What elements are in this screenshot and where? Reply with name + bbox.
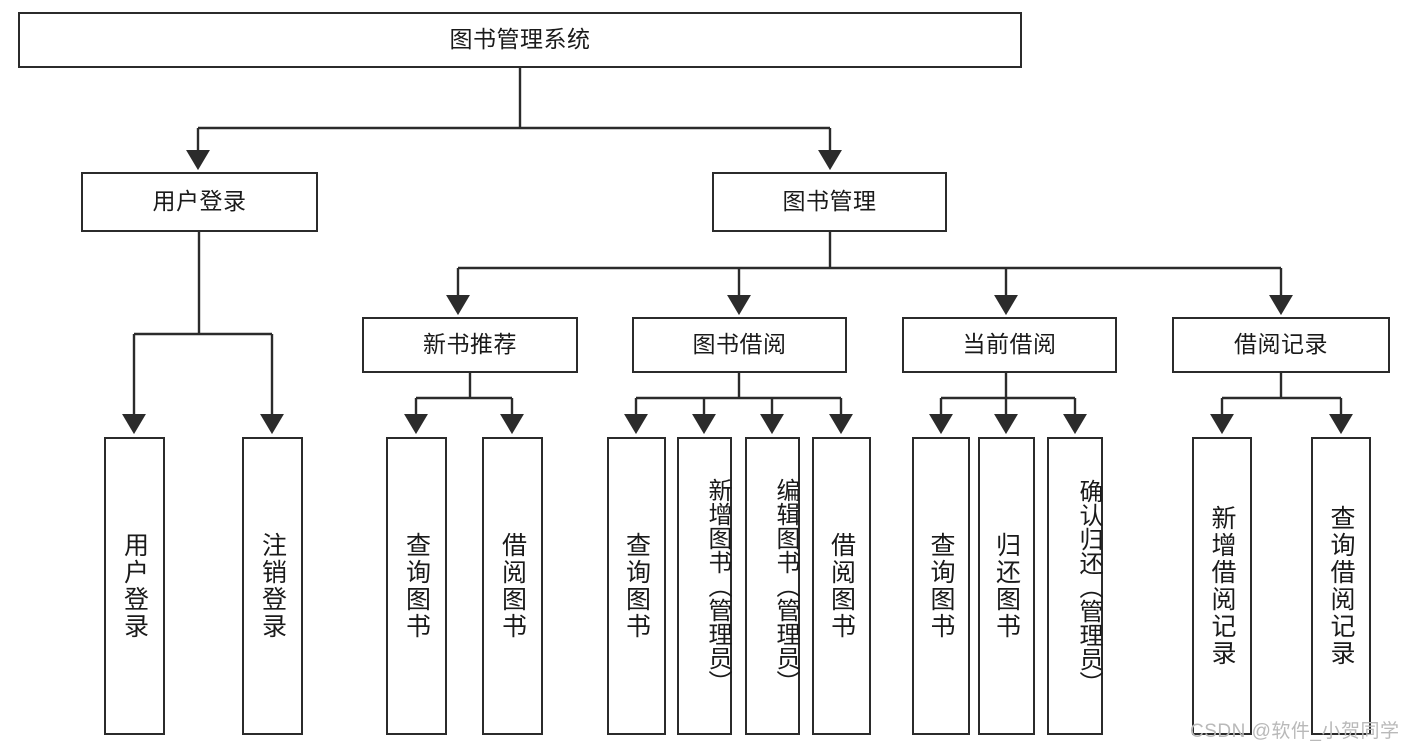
leaf-query-book-borrow[interactable]: 查询图书 bbox=[607, 437, 666, 735]
leaf-add-borrow-record[interactable]: 新增借阅记录 bbox=[1192, 437, 1252, 735]
node-label: 用户登录 bbox=[152, 188, 247, 215]
node-label: 用户登录 bbox=[120, 532, 149, 640]
node-label: 查询图书 bbox=[402, 532, 431, 640]
node-root-book-management-system[interactable]: 图书管理系统 bbox=[18, 12, 1022, 68]
node-label: 查询图书 bbox=[927, 532, 955, 640]
node-label: 查询图书 bbox=[622, 532, 651, 640]
leaf-borrow-book-recommend[interactable]: 借阅图书 bbox=[482, 437, 543, 735]
node-user-login[interactable]: 用户登录 bbox=[81, 172, 318, 232]
leaf-borrow-book[interactable]: 借阅图书 bbox=[812, 437, 871, 735]
node-label: 借阅图书 bbox=[827, 532, 856, 640]
node-label: 借阅记录 bbox=[1234, 331, 1328, 358]
leaf-user-login[interactable]: 用户登录 bbox=[104, 437, 165, 735]
node-label: 确认归还（管理员） bbox=[1075, 479, 1102, 695]
node-new-book-recommend[interactable]: 新书推荐 bbox=[362, 317, 578, 373]
node-label: 借阅图书 bbox=[498, 532, 527, 640]
node-label: 新书推荐 bbox=[423, 331, 517, 358]
node-label: 图书管理 bbox=[782, 188, 877, 215]
node-label: 当前借阅 bbox=[962, 331, 1057, 358]
leaf-add-book-admin[interactable]: 新增图书（管理员） bbox=[677, 437, 732, 735]
node-book-management[interactable]: 图书管理 bbox=[712, 172, 947, 232]
node-label: 新增图书（管理员） bbox=[704, 478, 731, 694]
watermark: CSDN @软件_小贺同学 bbox=[1190, 721, 1400, 742]
node-label: 归还图书 bbox=[992, 532, 1021, 640]
node-book-borrow[interactable]: 图书借阅 bbox=[632, 317, 847, 373]
leaf-logout[interactable]: 注销登录 bbox=[242, 437, 303, 735]
leaf-confirm-return-admin[interactable]: 确认归还（管理员） bbox=[1047, 437, 1103, 735]
leaf-query-borrow-record[interactable]: 查询借阅记录 bbox=[1311, 437, 1371, 735]
node-current-borrow[interactable]: 当前借阅 bbox=[902, 317, 1117, 373]
leaf-edit-book-admin[interactable]: 编辑图书（管理员） bbox=[745, 437, 800, 735]
leaf-return-book[interactable]: 归还图书 bbox=[978, 437, 1035, 735]
node-label: 查询借阅记录 bbox=[1327, 505, 1355, 667]
node-label: 注销登录 bbox=[258, 532, 287, 640]
leaf-query-book-current[interactable]: 查询图书 bbox=[912, 437, 970, 735]
node-label: 图书借阅 bbox=[692, 331, 787, 358]
leaf-query-book-recommend[interactable]: 查询图书 bbox=[386, 437, 447, 735]
node-label: 图书管理系统 bbox=[449, 26, 591, 53]
node-label: 编辑图书（管理员） bbox=[772, 478, 799, 694]
node-label: 新增借阅记录 bbox=[1208, 505, 1236, 667]
node-borrow-record[interactable]: 借阅记录 bbox=[1172, 317, 1390, 373]
